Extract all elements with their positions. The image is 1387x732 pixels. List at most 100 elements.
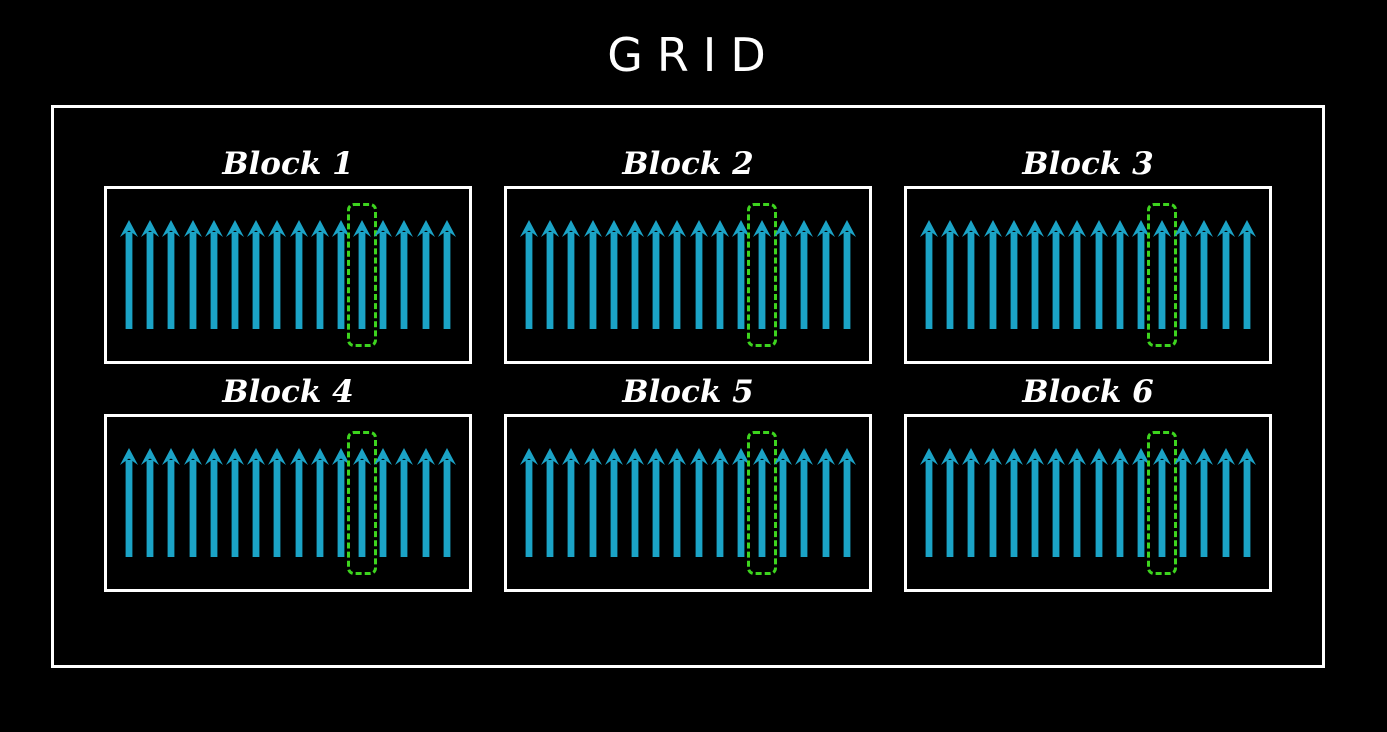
up-arrow-icon	[289, 220, 308, 329]
up-arrow	[625, 447, 645, 559]
up-arrow-icon	[1216, 448, 1235, 557]
up-arrow	[394, 447, 414, 559]
up-arrow	[689, 447, 709, 559]
up-arrow-icon	[1047, 448, 1066, 557]
up-arrow-icon	[225, 448, 244, 557]
up-arrow-icon	[604, 220, 623, 329]
up-arrow-icon	[1237, 448, 1256, 557]
up-arrow-icon	[437, 220, 456, 329]
block-6-label: Block 6	[1022, 374, 1154, 410]
up-arrow-icon	[1195, 448, 1214, 557]
up-arrow-icon	[1089, 220, 1108, 329]
up-arrow	[940, 219, 960, 331]
up-arrow	[1147, 431, 1178, 575]
up-arrow	[373, 447, 393, 559]
up-arrow	[1089, 219, 1109, 331]
up-arrow	[373, 219, 393, 331]
up-arrow	[816, 219, 836, 331]
up-arrow	[394, 219, 414, 331]
up-arrow	[1025, 219, 1045, 331]
up-arrow	[416, 219, 436, 331]
up-arrow-icon	[1153, 448, 1172, 557]
block-2-box	[504, 186, 872, 364]
up-arrow-icon	[625, 448, 644, 557]
up-arrow-icon	[795, 448, 814, 557]
up-arrow-icon	[1025, 448, 1044, 557]
up-arrow	[183, 447, 203, 559]
up-arrow	[1147, 203, 1178, 347]
up-arrow-icon	[753, 220, 772, 329]
up-arrow-icon	[247, 220, 266, 329]
up-arrow	[1089, 447, 1109, 559]
up-arrow-icon	[1004, 448, 1023, 557]
block-row-top: Block 1 Block 2 Block 3	[104, 142, 1272, 364]
up-arrow	[161, 447, 181, 559]
up-arrow	[731, 447, 751, 559]
outer-border-box: Block 1 Block 2 Block 3 Block 4 Block 5	[51, 105, 1325, 668]
up-arrow-icon	[1153, 220, 1172, 329]
block-4-box	[104, 414, 472, 592]
up-arrow	[837, 447, 857, 559]
up-arrow-icon	[668, 448, 687, 557]
up-arrow-icon	[520, 220, 538, 329]
up-arrow-icon	[647, 220, 666, 329]
up-arrow-icon	[310, 220, 329, 329]
up-arrow-icon	[183, 448, 202, 557]
up-arrow-icon	[983, 448, 1002, 557]
up-arrow	[289, 219, 309, 331]
up-arrow-icon	[668, 220, 687, 329]
up-arrow	[437, 219, 457, 331]
up-arrow-icon	[120, 448, 138, 557]
up-arrow-icon	[795, 220, 814, 329]
block-3-box	[904, 186, 1272, 364]
up-arrow	[1110, 447, 1130, 559]
up-arrow-icon	[1131, 448, 1150, 557]
block-2: Block 2	[504, 142, 872, 364]
up-arrow	[1131, 219, 1151, 331]
up-arrow	[773, 219, 793, 331]
up-arrow-icon	[353, 220, 372, 329]
up-arrow	[267, 447, 287, 559]
up-arrow	[1216, 447, 1236, 559]
up-arrow-icon	[225, 220, 244, 329]
up-arrow-icon	[731, 220, 750, 329]
up-arrow	[1067, 447, 1087, 559]
up-arrow-icon	[268, 448, 287, 557]
up-arrow-icon	[753, 448, 772, 557]
up-arrow-icon	[1089, 448, 1108, 557]
block-4-label: Block 4	[222, 374, 354, 410]
block-5-box	[504, 414, 872, 592]
up-arrow	[225, 447, 245, 559]
up-arrow	[1131, 447, 1151, 559]
up-arrow-icon	[395, 448, 414, 557]
up-arrow-icon	[1068, 448, 1087, 557]
up-arrow	[183, 219, 203, 331]
up-arrow	[119, 447, 139, 559]
up-arrow	[773, 447, 793, 559]
up-arrow-icon	[183, 220, 202, 329]
up-arrow-icon	[920, 220, 938, 329]
up-arrow	[1216, 219, 1236, 331]
up-arrow-icon	[604, 448, 623, 557]
up-arrow-icon	[625, 220, 644, 329]
up-arrow-icon	[941, 220, 960, 329]
up-arrow	[561, 447, 581, 559]
up-arrow	[1194, 447, 1214, 559]
up-arrow	[437, 447, 457, 559]
up-arrow-icon	[331, 448, 350, 557]
up-arrow	[1004, 219, 1024, 331]
up-arrow	[646, 219, 666, 331]
block-6: Block 6	[904, 370, 1272, 592]
up-arrow-icon	[520, 448, 538, 557]
up-arrow-icon	[141, 448, 160, 557]
up-arrow-icon	[353, 448, 372, 557]
up-arrow	[140, 219, 160, 331]
up-arrow	[940, 447, 960, 559]
block-3: Block 3	[904, 142, 1272, 364]
up-arrow	[331, 219, 351, 331]
up-arrow-icon	[710, 220, 729, 329]
up-arrow-icon	[331, 220, 350, 329]
up-arrow-icon	[837, 448, 856, 557]
up-arrow-icon	[562, 448, 581, 557]
